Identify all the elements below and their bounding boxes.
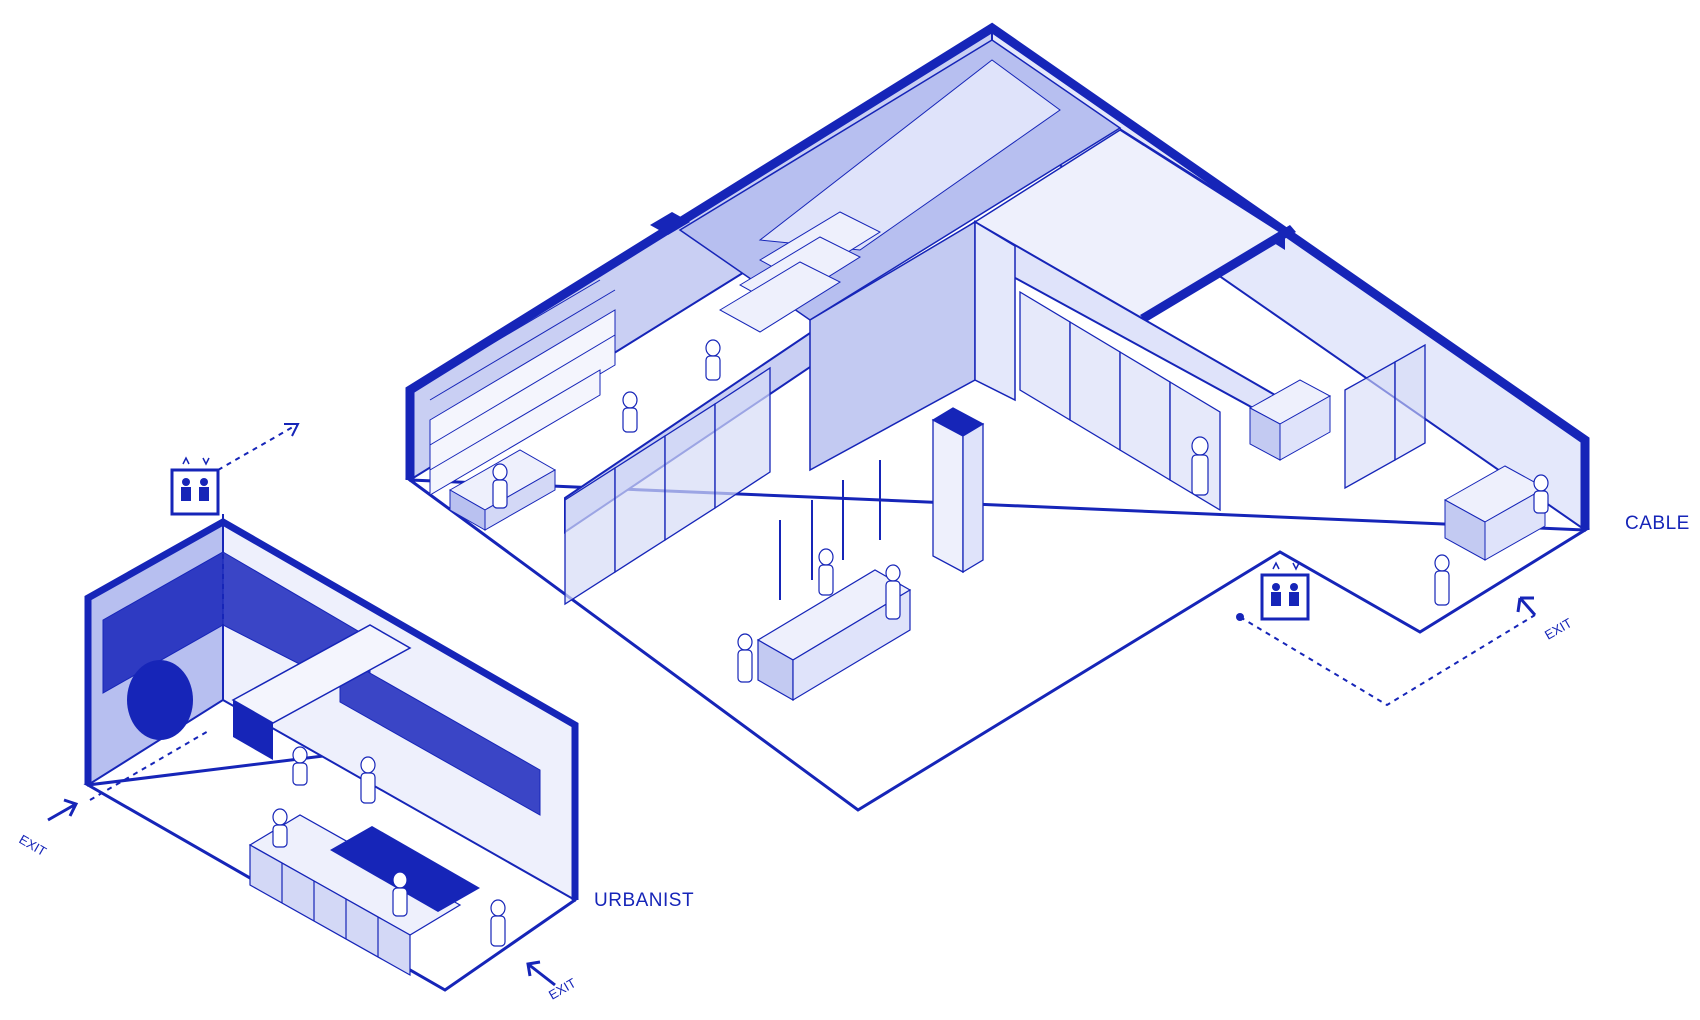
cable-inner-block-side: [974, 220, 1016, 402]
urbanist-people: [272, 746, 506, 947]
label-exit-urbanist-bottom: EXIT: [546, 975, 579, 1002]
urbanist-wall-rim: [84, 517, 579, 900]
cable-glass-screens: [564, 366, 771, 606]
cable-wall-rim: [405, 22, 1590, 530]
label-cable: CABLE: [1625, 513, 1690, 534]
elevator-urbanist: [170, 456, 220, 516]
urbanist-bottom-exit-arrow: [526, 960, 556, 987]
cable-exit-arrow: [1516, 596, 1537, 616]
urbanist-beam: [231, 624, 412, 724]
cable-column: [931, 407, 985, 574]
cable-space: [405, 22, 1590, 812]
elevator-cable: [1260, 561, 1310, 621]
urbanist-elevator-arrow: [284, 423, 300, 437]
urbanist-left-exit-arrow: [47, 798, 79, 822]
cable-right-tables: [1248, 379, 1547, 561]
elevator-icon: [1271, 583, 1299, 606]
label-exit-urbanist-left: EXIT: [17, 832, 50, 859]
elevator-icon: [181, 478, 209, 501]
urbanist-circle-graphic: [127, 660, 193, 740]
urbanist-rug: [330, 826, 480, 912]
stairs: [718, 211, 882, 333]
urbanist-beam-face: [233, 700, 273, 760]
cable-exit-path: [1239, 614, 1536, 707]
cable-lamp-poles: [779, 460, 881, 600]
cable-floor: [405, 478, 1590, 812]
label-urbanist: URBANIST: [594, 890, 694, 911]
cable-partition-wall-2: [1140, 225, 1296, 322]
urbanist-elevator-path: [217, 423, 299, 471]
cable-center-counter: [756, 569, 912, 702]
label-exit-cable: EXIT: [1542, 615, 1575, 642]
cable-people: [492, 339, 1549, 683]
urbanist-left-exit-path: [89, 729, 211, 801]
cable-pillar: [650, 212, 690, 235]
cable-shelving: [429, 279, 616, 496]
urbanist-space: [83, 517, 579, 992]
